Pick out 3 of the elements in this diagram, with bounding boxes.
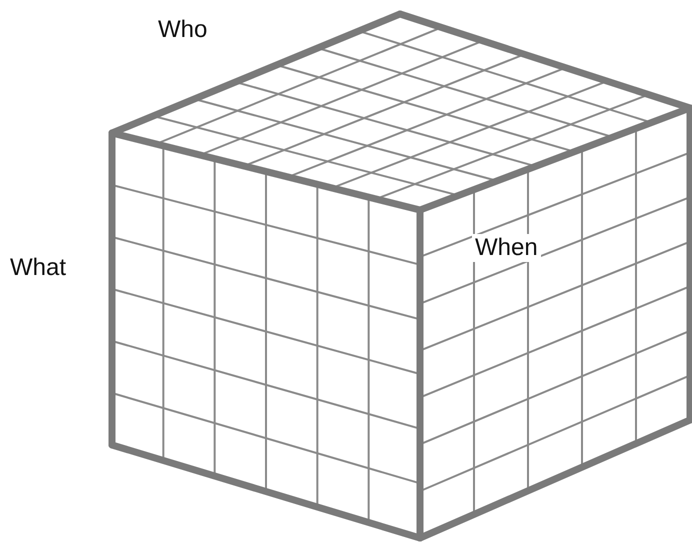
- axis-label: Who: [158, 18, 208, 42]
- axis-label: When: [472, 234, 541, 262]
- axis-label: What: [10, 256, 66, 280]
